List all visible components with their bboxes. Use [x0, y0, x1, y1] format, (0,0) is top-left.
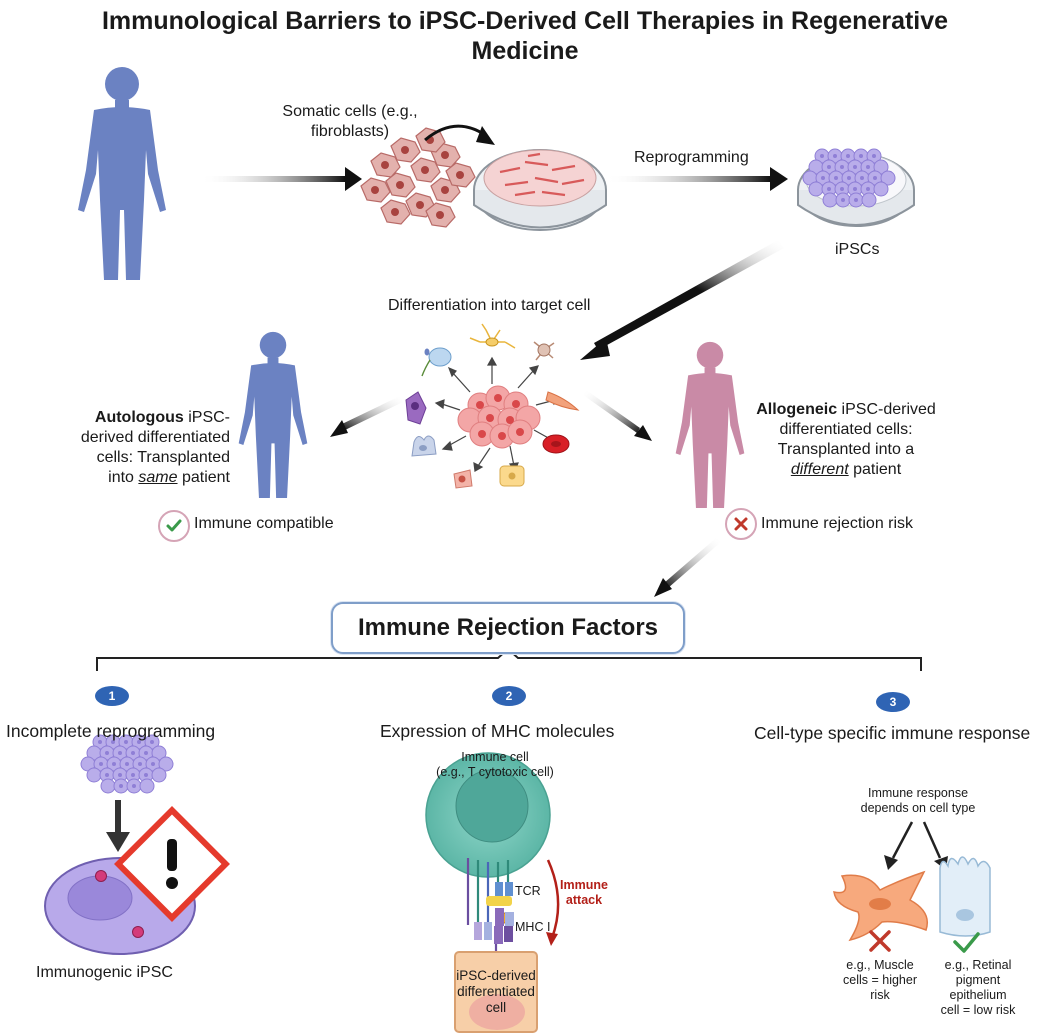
retinal-cell-icon: [939, 856, 991, 937]
autologous-line2: derived differentiated: [80, 429, 230, 446]
arrow-to-rejection-factors: [654, 538, 721, 597]
factor1-number-badge: 1: [95, 686, 129, 706]
immune-rejection-factors-box: Immune Rejection Factors: [331, 602, 685, 654]
mhc-complex: [474, 896, 514, 968]
factor1-title: Incomplete reprogramming: [6, 721, 216, 741]
autologous-line3: cells: Transplanted: [96, 449, 230, 466]
fibroblast-cells-icon: [360, 127, 476, 228]
tcr-label: TCR: [515, 884, 541, 898]
immune-cell-line1: Immune cell: [461, 750, 529, 764]
autologous-line1: iPSC-: [183, 409, 230, 426]
factor3-number-badge: 3: [876, 692, 910, 712]
target-cell-line1: iPSC-derived: [456, 968, 536, 983]
immune-response-line2: depends on cell type: [860, 801, 976, 815]
allogeneic-line1: iPSC-derived: [837, 401, 936, 418]
retinal-line2: pigment: [955, 973, 1001, 987]
immune-attack-line2: attack: [565, 893, 603, 907]
arrow-to-allogeneic: [583, 390, 652, 441]
immune-compatible-label: Immune compatible: [194, 515, 334, 532]
check-icon: [166, 519, 182, 532]
differentiation-label: Differentiation into target cell: [388, 297, 591, 314]
immune-attack-arrow: [546, 859, 560, 946]
allogeneic-description: Allogeneic iPSC-derived differentiated c…: [746, 400, 946, 480]
autologous-line4-post: patient: [177, 469, 230, 486]
immune-response-line1: Immune response: [867, 786, 969, 800]
autologous-description: Autologous iPSC- derived differentiated …: [30, 408, 230, 488]
culture-dish-icon: [473, 149, 607, 231]
compatible-check-badge: [158, 510, 190, 542]
retinal-line4: cell = low risk: [940, 1003, 1016, 1017]
immune-attack-label: Immune attack: [556, 878, 612, 908]
cross-icon: [734, 517, 748, 531]
ipscs-label: iPSCs: [835, 241, 880, 258]
factor1-ipsc-cluster: [80, 734, 174, 794]
factor3-title: Cell-type specific immune response: [754, 723, 1031, 743]
arrow-donor-to-somatic: [200, 167, 362, 191]
human-donor-icon: [78, 67, 166, 280]
immune-response-note: Immune response depends on cell type: [852, 786, 984, 816]
target-cell-label: iPSC-derived differentiated cell: [455, 968, 537, 1016]
somatic-cells-label: Somatic cells (e.g., fibroblasts): [270, 102, 430, 142]
reprogramming-label: Reprogramming: [634, 149, 749, 166]
arrow-ipsc-to-differentiation: [580, 240, 784, 360]
target-cell-icon: [454, 951, 538, 1033]
page-title: Immunological Barriers to iPSC-Derived C…: [101, 7, 949, 65]
warning-icon: [114, 806, 230, 922]
muscle-cell-caption: e.g., Muscle cells = higher risk: [836, 958, 924, 1003]
muscle-line3: risk: [870, 988, 890, 1002]
allogeneic-different: different: [790, 461, 849, 478]
arrow-to-autologous: [330, 396, 403, 437]
somatic-label-line1: Somatic cells (e.g.,: [282, 103, 418, 120]
curved-arrow-to-dish: [424, 124, 495, 145]
factor1-down-arrow: [106, 800, 130, 852]
immune-cell-label: Immune cell (e.g., T cytotoxic cell): [410, 750, 580, 780]
allogeneic-line2: differentiated cells:: [779, 421, 913, 438]
muscle-cell-icon: [833, 870, 928, 942]
differentiation-cell-cluster: [457, 385, 541, 449]
retinal-line1: e.g., Retinal: [944, 958, 1012, 972]
autologous-patient-icon: [238, 331, 308, 498]
mhc-label: MHC I: [515, 920, 551, 934]
autologous-bold: Autologous: [94, 409, 184, 426]
muscle-line1: e.g., Muscle: [846, 958, 914, 972]
t-cell-icon: [425, 752, 551, 878]
factor1-caption: Immunogenic iPSC: [36, 964, 173, 981]
retinal-cell-caption: e.g., Retinal pigment epithelium cell = …: [928, 958, 1028, 1018]
muscle-line2: cells = higher: [843, 973, 917, 987]
check-icon: [953, 932, 980, 953]
tcr-receptor: [495, 882, 513, 896]
factor2-title: Expression of MHC molecules: [380, 721, 615, 741]
cross-icon: [869, 930, 891, 952]
allogeneic-line4-post: patient: [848, 461, 902, 478]
autologous-same: same: [138, 469, 178, 486]
autologous-line4-pre: into: [108, 469, 139, 486]
rejection-cross-badge: [725, 508, 757, 540]
immune-cell-line2: (e.g., T cytotoxic cell): [436, 765, 554, 779]
ipsc-dish-icon: [797, 148, 915, 227]
somatic-label-line2: fibroblasts): [310, 123, 390, 140]
factor2-number-badge: 2: [492, 686, 526, 706]
target-cell-line3: cell: [485, 1000, 507, 1015]
allogeneic-line3: Transplanted into a: [777, 441, 915, 458]
allogeneic-patient-icon: [675, 341, 745, 508]
differentiated-cell-types-icons: [405, 323, 580, 489]
allogeneic-bold: Allogeneic: [756, 401, 838, 418]
factor3-split-arrows: [884, 821, 948, 870]
immune-rejection-risk-label: Immune rejection risk: [761, 515, 914, 532]
retinal-line3: epithelium: [949, 988, 1007, 1002]
target-cell-line2: differentiated: [457, 984, 535, 999]
arrow-dish-to-ipsc: [605, 167, 788, 191]
immune-attack-line1: Immune: [560, 878, 608, 892]
